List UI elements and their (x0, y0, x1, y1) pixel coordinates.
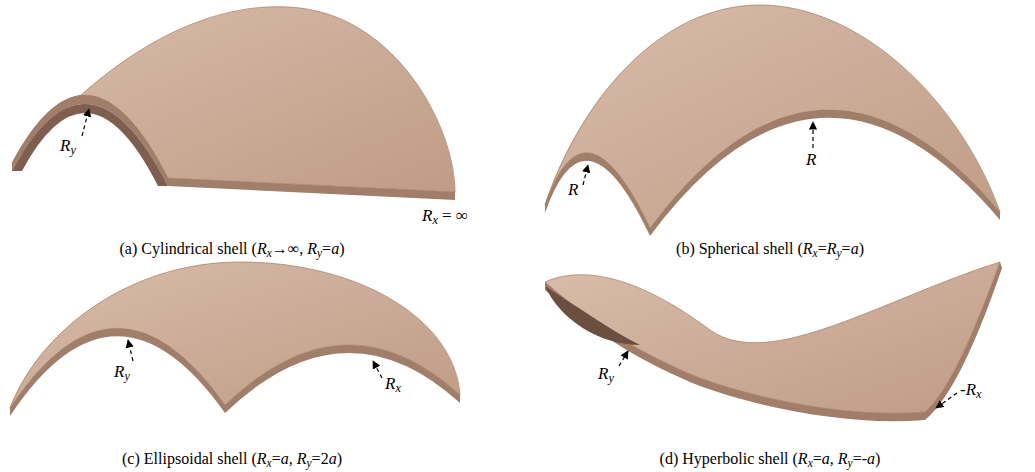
figure-caption: (c) Ellipsoidal shell (Rx=a, Ry=2a) (122, 450, 342, 470)
radius-label: Rx (385, 374, 401, 395)
radius-label: Ry (60, 136, 76, 157)
radius-label: Ry (598, 364, 614, 385)
shell-edge (225, 345, 460, 413)
ellipsoidal-shell (10, 262, 460, 416)
shell-inner-surface (12, 104, 168, 186)
figure-caption: (d) Hyperbolic shell (Rx=a, Ry=-a) (660, 450, 881, 470)
radius-arrow (128, 340, 133, 361)
radius-arrow (936, 393, 957, 408)
radius-arrow (812, 122, 813, 148)
shell-edge (925, 262, 1002, 420)
shell-edge (650, 110, 1000, 236)
radius-arrow (82, 109, 89, 136)
shell-edge (12, 95, 168, 186)
shell-inner-surface (545, 286, 640, 345)
cylindrical-shell (12, 7, 455, 200)
shell-surface (12, 7, 455, 192)
shell-surface (545, 262, 1000, 413)
radius-label: R (806, 150, 816, 170)
radius-label: R (568, 180, 578, 200)
radius-arrow (583, 165, 588, 185)
radius-arrow (373, 361, 382, 378)
shell-surface (545, 5, 1000, 228)
shell-edge (10, 328, 225, 416)
radius-label: Rx = ∞ (422, 206, 468, 227)
radius-arrow (619, 351, 628, 366)
spherical-shell (545, 5, 1000, 236)
shell-edge (545, 153, 650, 236)
figure-caption: (b) Spherical shell (Rx=Ry=a) (676, 240, 864, 260)
figure-caption: (a) Cylindrical shell (Rx→∞, Ry=a) (120, 240, 345, 260)
radius-label: -Rx (960, 380, 982, 401)
shell-edge (168, 178, 455, 200)
shell-surface (10, 262, 460, 408)
hyperbolic-shell (545, 262, 1002, 421)
shell-edge (545, 282, 925, 421)
radius-label: Ry (114, 362, 130, 383)
